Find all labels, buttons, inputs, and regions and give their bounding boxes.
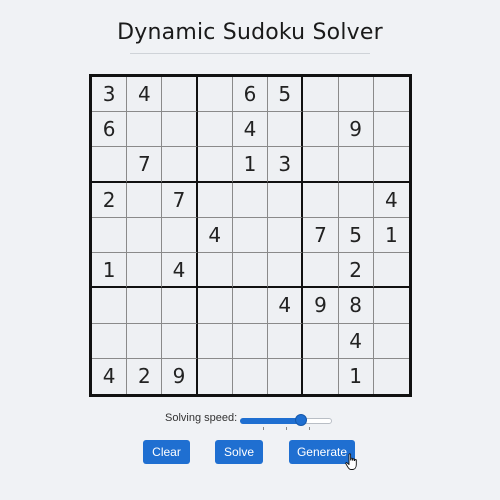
sudoku-cell[interactable]	[373, 112, 409, 148]
sudoku-cell[interactable]: 4	[268, 288, 304, 324]
sudoku-cell[interactable]	[232, 323, 269, 359]
sudoku-cell[interactable]	[127, 323, 163, 359]
sudoku-cell[interactable]: 5	[338, 217, 374, 254]
sudoku-cell[interactable]: 4	[92, 358, 128, 394]
sudoku-cell[interactable]: 1	[339, 358, 374, 394]
sudoku-cell[interactable]	[92, 288, 128, 324]
sudoku-cell[interactable]	[162, 77, 198, 113]
sudoku-cell[interactable]: 4	[127, 77, 163, 113]
sudoku-cell[interactable]	[303, 358, 339, 394]
sudoku-cell[interactable]	[303, 112, 339, 148]
sudoku-cell[interactable]	[197, 112, 233, 148]
sudoku-cell[interactable]	[373, 253, 409, 289]
title-divider	[130, 53, 370, 54]
sudoku-cell[interactable]	[232, 288, 269, 324]
sudoku-cell[interactable]: 2	[92, 182, 128, 218]
speed-slider-fill	[240, 418, 301, 424]
sudoku-cell[interactable]	[373, 77, 409, 113]
sudoku-cell[interactable]: 4	[373, 183, 409, 218]
sudoku-cell[interactable]	[127, 112, 163, 148]
sudoku-cell[interactable]: 3	[92, 77, 128, 113]
sudoku-cell[interactable]	[232, 253, 269, 289]
sudoku-cell[interactable]	[268, 182, 304, 218]
speed-slider[interactable]	[240, 414, 332, 430]
sudoku-cell[interactable]: 7	[303, 217, 339, 254]
speed-slider-thumb[interactable]	[295, 414, 307, 426]
solve-button[interactable]: Solve	[215, 440, 263, 464]
sudoku-cell[interactable]	[92, 147, 128, 183]
sudoku-cell[interactable]	[338, 182, 374, 218]
sudoku-cell[interactable]: 6	[232, 77, 269, 113]
sudoku-cell[interactable]: 9	[338, 112, 374, 148]
sudoku-cell[interactable]	[127, 217, 163, 254]
sudoku-cell[interactable]: 8	[338, 288, 374, 324]
sudoku-cell[interactable]: 6	[92, 112, 128, 148]
sudoku-cell[interactable]	[198, 358, 233, 394]
sudoku-cell[interactable]: 3	[268, 147, 304, 183]
sudoku-cell[interactable]	[162, 217, 198, 254]
sudoku-cell[interactable]: 2	[127, 358, 163, 394]
sudoku-cell[interactable]	[373, 288, 409, 324]
sudoku-cell[interactable]: 4	[162, 253, 198, 289]
sudoku-cell[interactable]: 4	[338, 323, 374, 359]
speed-slider-tick	[263, 427, 264, 430]
sudoku-cell[interactable]	[127, 253, 163, 289]
sudoku-cell[interactable]	[373, 324, 409, 359]
sudoku-cell[interactable]	[374, 359, 409, 394]
sudoku-cell[interactable]: 5	[268, 77, 304, 113]
sudoku-cell[interactable]	[92, 323, 128, 359]
sudoku-cell[interactable]	[303, 77, 339, 113]
sudoku-cell[interactable]	[197, 253, 233, 289]
sudoku-cell[interactable]: 1	[373, 218, 409, 254]
sudoku-cell[interactable]: 2	[338, 253, 374, 289]
sudoku-cell[interactable]	[197, 147, 233, 183]
sudoku-cell[interactable]	[338, 147, 374, 183]
sudoku-cell[interactable]: 4	[232, 112, 269, 148]
sudoku-cell[interactable]	[338, 77, 374, 113]
sudoku-cell[interactable]	[162, 288, 198, 324]
sudoku-cell[interactable]	[268, 217, 304, 254]
speed-slider-tick	[309, 427, 310, 430]
sudoku-cell[interactable]	[268, 323, 304, 359]
sudoku-cell[interactable]	[127, 288, 163, 324]
sudoku-cell[interactable]	[162, 112, 198, 148]
sudoku-cell[interactable]: 9	[162, 358, 198, 394]
sudoku-cell[interactable]	[268, 253, 304, 289]
sudoku-cell[interactable]	[197, 323, 233, 359]
sudoku-cell[interactable]	[197, 182, 233, 218]
sudoku-cell[interactable]	[162, 323, 198, 359]
speed-control: Solving speed:	[0, 410, 500, 430]
sudoku-cell[interactable]	[162, 147, 198, 183]
sudoku-cell[interactable]	[197, 77, 233, 113]
sudoku-cell[interactable]	[303, 253, 339, 289]
sudoku-cell[interactable]	[268, 112, 304, 148]
sudoku-cell[interactable]	[373, 147, 409, 183]
sudoku-cell[interactable]	[127, 182, 163, 218]
speed-label: Solving speed:	[165, 412, 238, 424]
sudoku-cell[interactable]: 1	[92, 253, 128, 289]
hand-pointer-icon	[345, 453, 357, 470]
generate-button[interactable]: Generate	[289, 440, 355, 464]
sudoku-cell[interactable]	[303, 323, 339, 359]
sudoku-cell[interactable]	[303, 182, 339, 218]
sudoku-cell[interactable]	[197, 288, 233, 324]
sudoku-cell[interactable]: 9	[303, 288, 339, 324]
sudoku-cell[interactable]	[268, 358, 304, 394]
clear-button[interactable]: Clear	[143, 440, 190, 464]
sudoku-cell[interactable]: 7	[127, 147, 163, 183]
sudoku-cell[interactable]	[232, 182, 269, 218]
sudoku-cell[interactable]	[303, 147, 339, 183]
sudoku-cell[interactable]	[92, 217, 128, 254]
sudoku-cell[interactable]: 4	[197, 217, 233, 254]
speed-slider-tick	[286, 427, 287, 430]
sudoku-cell[interactable]	[232, 217, 269, 254]
page-title: Dynamic Sudoku Solver	[117, 20, 383, 45]
sudoku-cell[interactable]: 1	[232, 147, 269, 183]
sudoku-cell[interactable]	[233, 358, 269, 394]
sudoku-cell[interactable]: 7	[162, 182, 198, 218]
